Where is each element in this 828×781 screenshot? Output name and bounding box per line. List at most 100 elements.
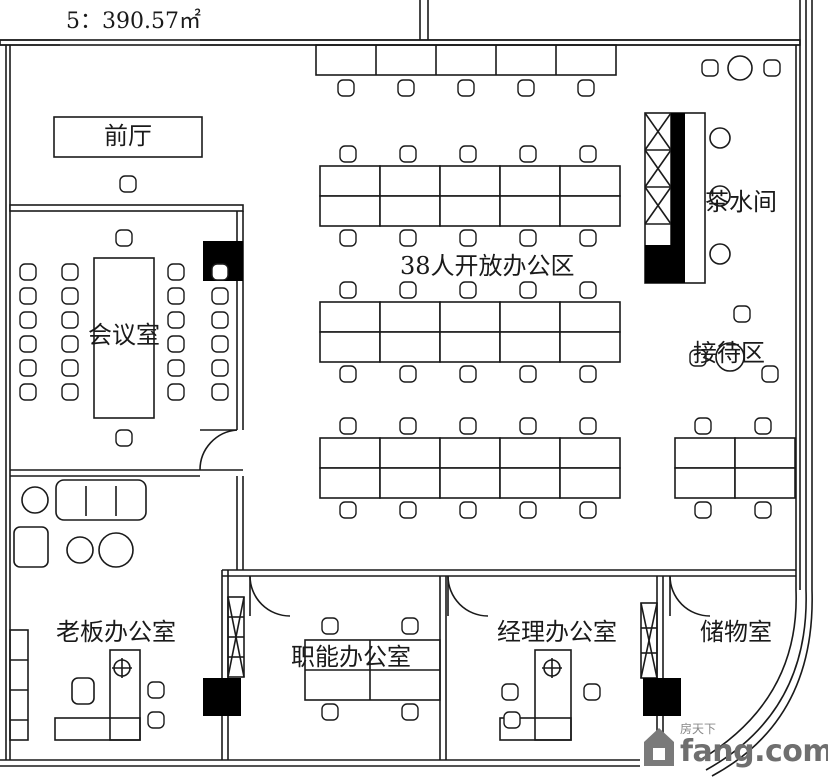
chair [519, 417, 537, 435]
chair [459, 145, 477, 163]
chair [579, 417, 597, 435]
chair [61, 311, 79, 329]
chair [337, 79, 355, 97]
workstation [439, 165, 501, 197]
brand-big: fang.com [680, 734, 828, 769]
chair [401, 703, 419, 721]
workstation [499, 437, 561, 469]
chair [167, 287, 185, 305]
storage-door [669, 575, 711, 617]
chair [761, 365, 779, 383]
room-label-manager-office: 经理办公室 [497, 618, 617, 646]
chair [211, 311, 229, 329]
boss-cabinet [9, 629, 29, 741]
brand-small: 房天下 [680, 722, 717, 736]
chair [115, 229, 133, 247]
workstation [734, 467, 796, 499]
chair [754, 501, 772, 519]
chair [339, 281, 357, 299]
chair [519, 281, 537, 299]
house-logo-icon [644, 728, 674, 766]
chair [19, 335, 37, 353]
chair [401, 617, 419, 635]
room-label-lobby: 前厅 [104, 122, 152, 150]
workstation [499, 195, 561, 227]
workstation [559, 195, 621, 227]
chair [19, 287, 37, 305]
meeting-room-wall [9, 204, 244, 212]
top-right-table [727, 55, 753, 81]
tea-stools [709, 127, 731, 149]
plant-2 [66, 536, 94, 564]
chair [579, 229, 597, 247]
workstation [379, 195, 441, 227]
chair [211, 263, 229, 281]
workstation [559, 301, 621, 333]
meeting-table [93, 257, 155, 419]
room-label-reception: 接待区 [693, 339, 765, 367]
workstation [319, 467, 381, 499]
chair [579, 365, 597, 383]
chair [61, 383, 79, 401]
chair [321, 617, 339, 635]
workstation [319, 331, 381, 363]
reception-table [715, 342, 745, 372]
room-label-storage: 储物室 [700, 618, 772, 646]
room-label-function-office: 职能办公室 [291, 643, 411, 671]
chair [399, 417, 417, 435]
tea-fridge [645, 245, 671, 283]
chair [517, 79, 535, 97]
chair [689, 349, 707, 367]
chair [754, 417, 772, 435]
pillar-2 [203, 678, 241, 716]
plant-3 [98, 532, 134, 568]
workstation [499, 467, 561, 499]
meeting-door [199, 429, 238, 471]
workstation [319, 301, 381, 333]
chair [519, 229, 537, 247]
workstation [559, 437, 621, 469]
workstation [379, 467, 441, 499]
chair [577, 79, 595, 97]
chair [339, 365, 357, 383]
chair [733, 305, 751, 323]
chair [19, 383, 37, 401]
top-cabinets [315, 44, 617, 76]
workstation [674, 437, 736, 469]
room-label-meeting-room: 会议室 [88, 321, 160, 349]
chair [19, 359, 37, 377]
workstation [734, 437, 796, 469]
chair [61, 359, 79, 377]
chair [457, 79, 475, 97]
chair [339, 229, 357, 247]
chair [167, 359, 185, 377]
workstation [379, 301, 441, 333]
chair [119, 175, 137, 193]
chair [459, 281, 477, 299]
chair [211, 287, 229, 305]
sofa [55, 479, 147, 521]
function-office-door [249, 575, 291, 617]
chair [399, 145, 417, 163]
curved-wall [699, 589, 797, 761]
chair [459, 417, 477, 435]
room-label-boss-office: 老板办公室 [56, 618, 176, 646]
pillar-3 [643, 678, 681, 716]
chair [503, 711, 521, 729]
chair [19, 311, 37, 329]
manager-office-door [447, 575, 489, 617]
workstation [439, 301, 501, 333]
chair [459, 365, 477, 383]
chair [115, 429, 133, 447]
chair [211, 359, 229, 377]
chair [167, 263, 185, 281]
chair [519, 145, 537, 163]
workstation [319, 195, 381, 227]
room-label-open-office: 38人开放办公区 [400, 252, 575, 280]
chair [519, 365, 537, 383]
chair [694, 417, 712, 435]
workstation [559, 467, 621, 499]
chair [459, 229, 477, 247]
chair [167, 383, 185, 401]
